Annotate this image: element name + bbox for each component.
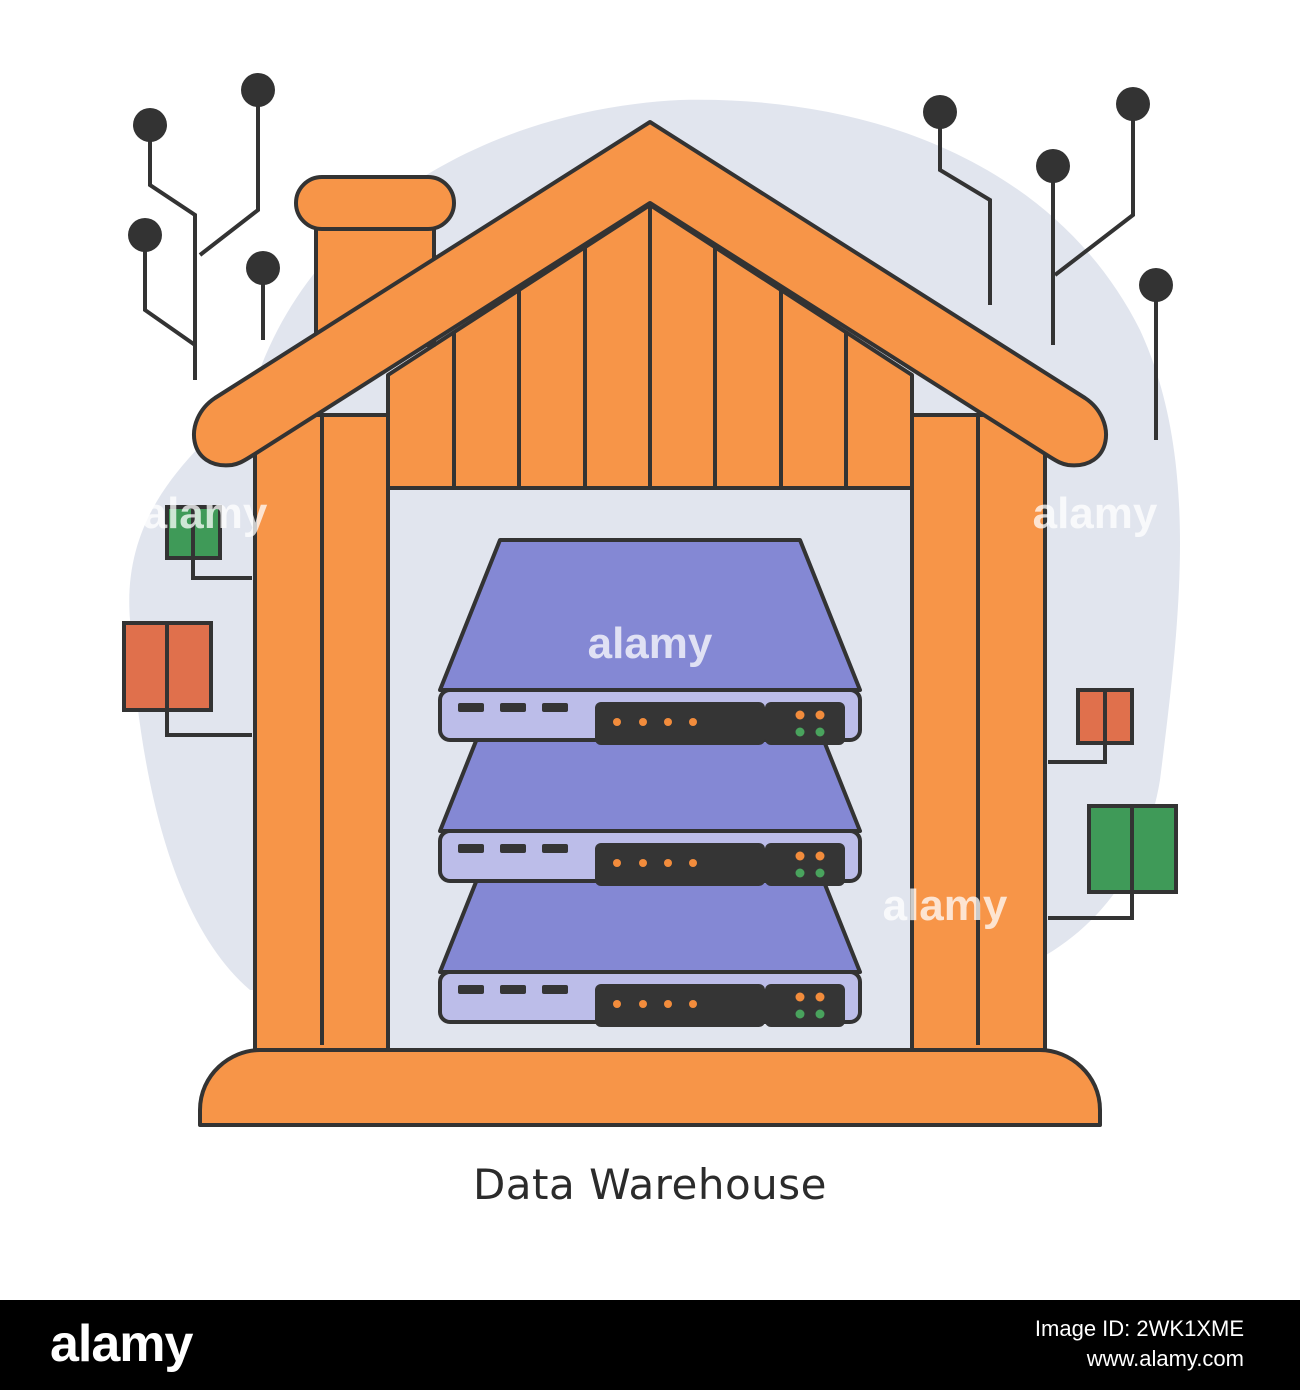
footer-logo[interactable]: alamy: [50, 1315, 193, 1373]
circuit-boxes: [122, 505, 1178, 920]
circuit-left: [143, 90, 265, 380]
illustration: alamy alamy alamy alamy: [122, 73, 1180, 1127]
site-link[interactable]: www.alamy.com: [1086, 1346, 1244, 1371]
house-base: [198, 1048, 1102, 1127]
watermark-text: alamy: [588, 619, 713, 668]
house-walls: [253, 413, 1047, 1052]
watermark-text: alamy: [143, 489, 268, 538]
circuit-node-icon: [128, 73, 280, 285]
image-id: Image ID: 2WK1XME: [1034, 1316, 1244, 1341]
gable-planks: [452, 205, 848, 488]
circuit-right: [938, 104, 1158, 440]
footer-bar: alamy Image ID: 2WK1XME www.alamy.com: [0, 1300, 1300, 1390]
footer-info: Image ID: 2WK1XME www.alamy.com: [1035, 1314, 1244, 1374]
caption: Data Warehouse: [472, 1160, 828, 1209]
server-stack-icon: [438, 538, 862, 1029]
watermark: alamy alamy alamy alamy: [143, 489, 1158, 930]
circuit-node-icon: [923, 87, 1173, 302]
watermark-text: alamy: [883, 881, 1008, 930]
watermark-text: alamy: [1033, 489, 1158, 538]
house-roof: [191, 120, 1109, 468]
